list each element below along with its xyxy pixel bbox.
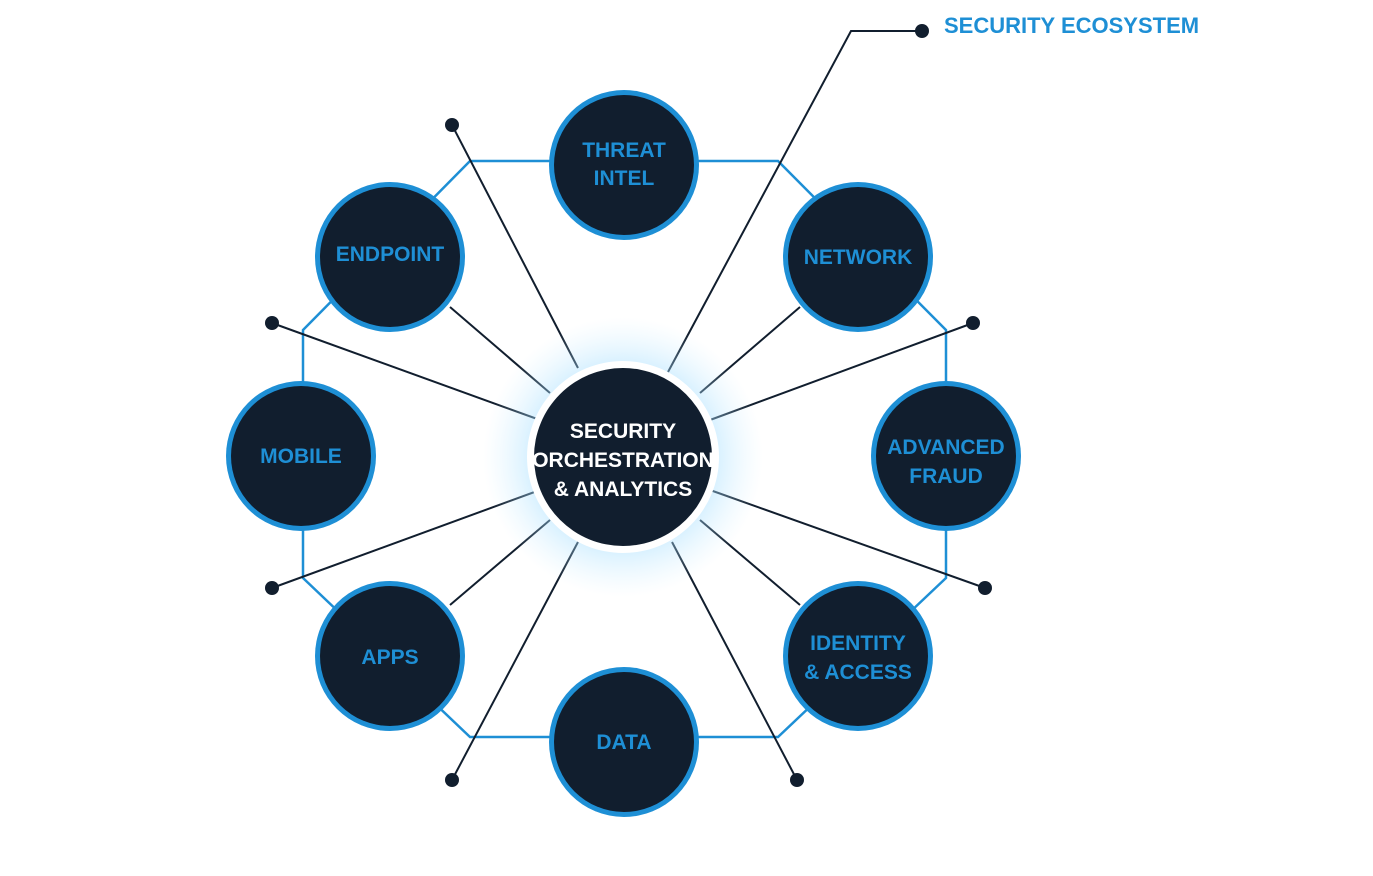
node-endpoint-line-1: ENDPOINT (336, 243, 445, 266)
node-apps: APPS (315, 581, 465, 731)
radial-line-bottom-left (451, 541, 579, 781)
node-threat-intel-line-2: INTEL (594, 167, 655, 190)
ecosystem-leader-line (667, 30, 922, 373)
radial-line-end-dots (265, 24, 992, 787)
center-label-line-3: & ANALYTICS (554, 478, 692, 501)
radial-line-top-left (451, 124, 579, 369)
end-dot (445, 118, 459, 132)
end-dot (265, 316, 279, 330)
node-advanced-fraud-line-2: FRAUD (909, 465, 983, 488)
radial-lines (271, 30, 986, 781)
node-advanced-fraud: ADVANCED FRAUD (871, 381, 1021, 531)
node-identity-access-line-1: IDENTITY (810, 632, 906, 655)
security-ecosystem-label: SECURITY ECOSYSTEM (944, 13, 1199, 38)
center-node: SECURITY ORCHESTRATION & ANALYTICS (527, 361, 719, 553)
end-dot (915, 24, 929, 38)
node-apps-line-1: APPS (361, 646, 418, 669)
node-mobile: MOBILE (226, 381, 376, 531)
end-dot (978, 581, 992, 595)
node-identity-access-line-2: & ACCESS (804, 661, 912, 684)
node-network-line-1: NETWORK (804, 246, 913, 269)
end-dot (966, 316, 980, 330)
node-endpoint: ENDPOINT (315, 182, 465, 332)
end-dot (265, 581, 279, 595)
radial-line-right-upper (709, 322, 974, 421)
node-advanced-fraud-line-1: ADVANCED (887, 436, 1004, 459)
end-dot (445, 773, 459, 787)
node-network: NETWORK (783, 182, 933, 332)
center-label-line-1: SECURITY (570, 420, 676, 443)
radial-line-bottom-right (671, 541, 798, 781)
node-data: DATA (549, 667, 699, 817)
outer-nodes: THREAT INTEL NETWORK ADVANCED FRAUD IDEN… (226, 90, 1021, 817)
node-threat-intel: THREAT INTEL (549, 90, 699, 240)
radial-line-right-lower (709, 489, 986, 589)
node-data-line-1: DATA (596, 731, 651, 754)
node-identity-access: IDENTITY & ACCESS (783, 581, 933, 731)
node-threat-intel-line-1: THREAT (582, 139, 666, 162)
node-mobile-line-1: MOBILE (260, 445, 342, 468)
end-dot (790, 773, 804, 787)
center-label-line-2: ORCHESTRATION (532, 449, 714, 472)
